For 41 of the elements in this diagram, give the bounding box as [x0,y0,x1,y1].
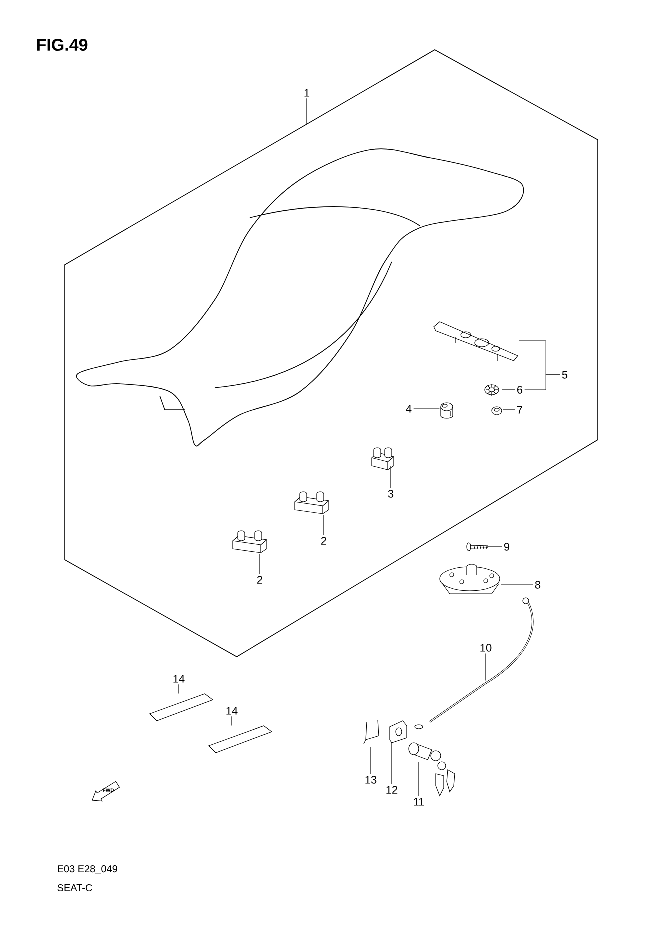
leader-line [390,466,392,489]
leader-line [488,546,502,548]
washer-drawing [390,720,408,744]
callout-number: 3 [388,490,394,498]
clip-drawing [364,720,380,744]
lock-base-drawing [440,564,500,594]
damper-drawing [484,384,500,396]
callout-number: 4 [406,405,412,413]
figure-title: FIG.49 [37,38,88,52]
leader-line [178,684,180,694]
leader-line [414,408,440,410]
callout-number: 8 [535,581,541,589]
callout-number: 14 [226,707,238,715]
callout-number: 2 [258,576,262,584]
catalog-text: E03 E28_049 [58,866,118,874]
plate-drawing [434,322,518,362]
callout-number: 12 [386,786,398,794]
leader-line [501,584,534,586]
callout-number: 7 [518,406,522,414]
nut-drawing [492,406,502,416]
leader-line [370,747,372,775]
cushion-block-drawing [232,530,268,554]
leader-line [306,98,308,125]
catalog-text: SEAT-C [58,884,92,892]
callout-number: 13 [366,776,377,784]
callout-number: 11 [414,798,424,806]
callout-number: 2 [321,537,326,545]
cushion-block-drawing [372,448,394,470]
screw-drawing [466,542,488,552]
callout-number: 6 [518,386,523,394]
callout-number: 5 [562,371,568,379]
cable-drawing [414,598,534,730]
callout-number: 9 [504,543,510,551]
kit-outline [64,50,598,658]
callout-number: 14 [174,675,185,683]
leader-line [418,762,420,797]
cushion-drawing [440,402,454,419]
leader-line [524,374,560,390]
cushion-block-drawing [294,492,330,514]
callout-number: 1 [304,89,310,97]
lock-drawing [408,742,456,797]
